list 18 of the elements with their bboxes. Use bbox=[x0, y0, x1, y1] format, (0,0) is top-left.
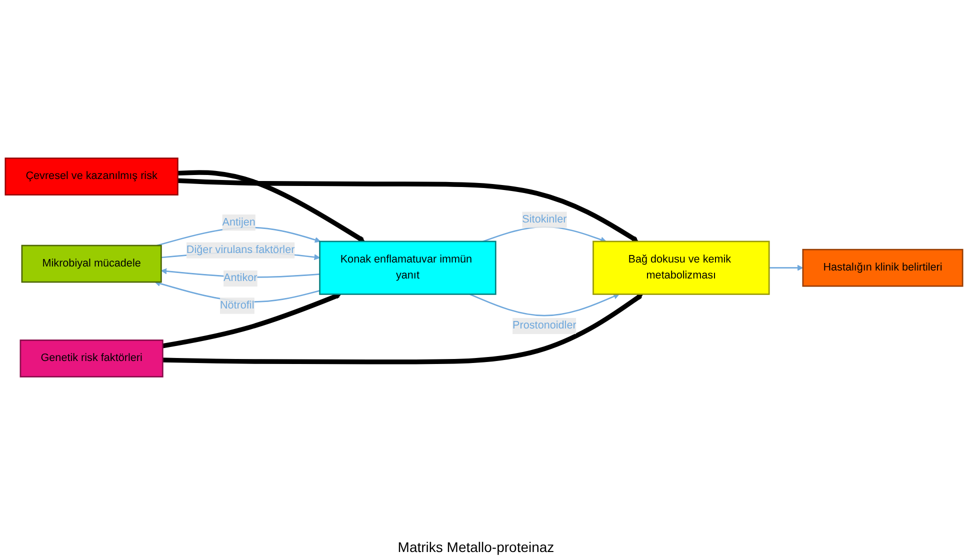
arrow bbox=[162, 294, 644, 364]
node-box: Mikrobiyal mücadele bbox=[21, 244, 162, 283]
arrow bbox=[769, 264, 804, 271]
edge-label: Antikor bbox=[224, 272, 258, 284]
edge-label: Nötrofil bbox=[220, 300, 254, 312]
arrow bbox=[178, 170, 365, 242]
edge-label: Diğer virulans faktörler bbox=[186, 244, 295, 256]
node-box: Konak enflamatuvar immün yanıt bbox=[319, 240, 496, 295]
node-box: Bağ dokusu ve kemik metabolizması bbox=[592, 240, 770, 295]
note-text: Matriks Metallo-proteinaz bbox=[398, 539, 554, 555]
node-box: Genetik risk faktörleri bbox=[20, 340, 164, 378]
node-box: Çevresel ve kazanılmış risk bbox=[4, 158, 178, 196]
edge-label: Antijen bbox=[222, 216, 256, 228]
arrow bbox=[469, 294, 620, 316]
edge-label: Prostonoidler bbox=[512, 320, 576, 332]
node-box: Hastalığın klinik belirtileri bbox=[802, 248, 964, 287]
arrow bbox=[162, 293, 342, 348]
edge-label: Sitokinler bbox=[522, 214, 567, 226]
